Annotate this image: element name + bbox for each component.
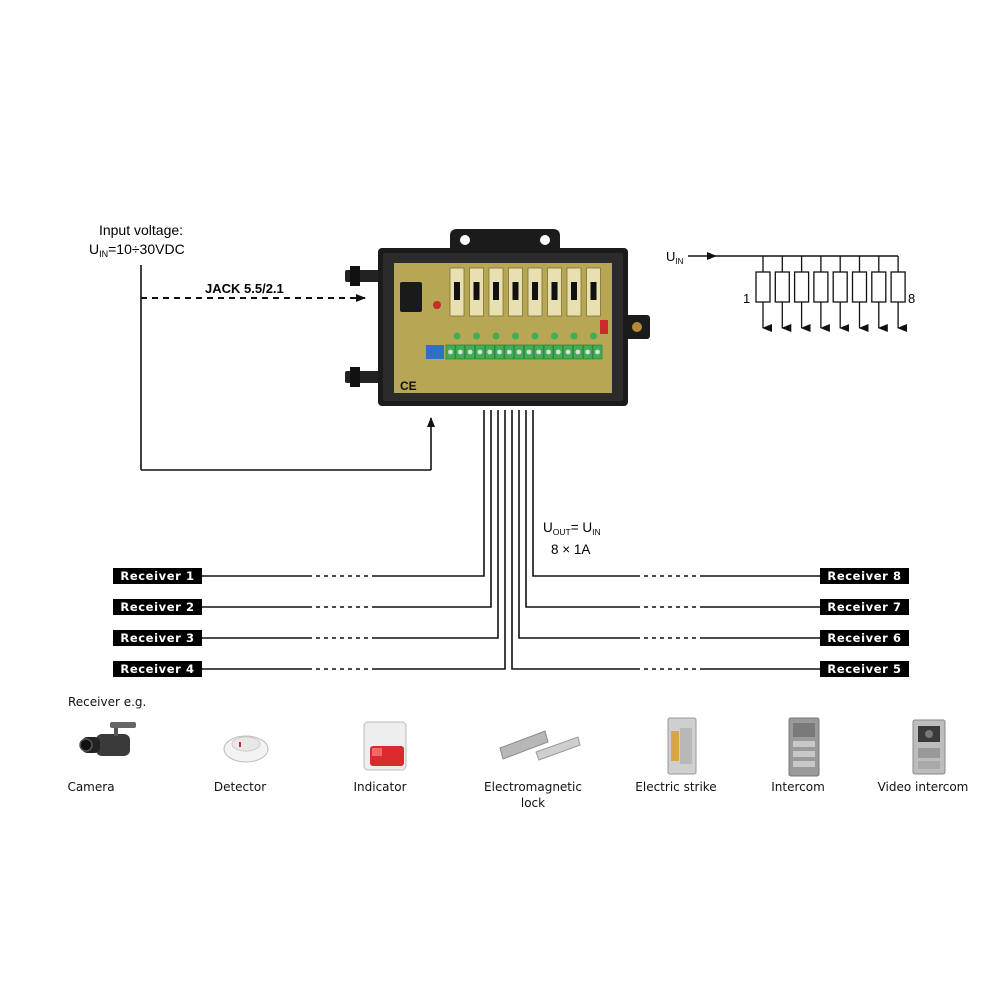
receiver-6-label: Receiver 6 — [820, 630, 909, 646]
video-intercom-icon — [912, 719, 946, 775]
receiver-1-text: Receiver 1 — [120, 569, 194, 583]
camera-icon — [79, 722, 136, 756]
output-wire-receiver-4 — [310, 410, 506, 670]
pcb-terminal-screw — [506, 349, 512, 355]
pcb-terminal-screw — [536, 349, 542, 355]
device-label-video-intercom: Video intercom — [878, 780, 969, 794]
pcb-terminal-screw — [467, 349, 473, 355]
pcb-led — [590, 332, 597, 340]
schematic-fuse-1 — [755, 271, 771, 303]
device-label-intercom: Intercom — [771, 780, 825, 794]
output-wires — [202, 410, 820, 671]
receiver-4-text: Receiver 4 — [120, 662, 194, 676]
receiver-2-text: Receiver 2 — [120, 600, 194, 614]
output-wire-receiver-8 — [532, 410, 820, 577]
receiver-7-label: Receiver 7 — [820, 599, 909, 615]
pcb-terminal-screw — [575, 349, 581, 355]
pcb-terminal-screw — [487, 349, 493, 355]
pcb-terminal-screw — [565, 349, 571, 355]
output-wire-receiver-3 — [310, 410, 499, 639]
pcb-led — [453, 332, 461, 340]
pcb-fuse — [571, 282, 577, 300]
pcb-fuse — [532, 282, 538, 300]
pcb-fuse — [590, 282, 597, 300]
pcb-terminal-screw — [526, 349, 532, 355]
device-label-electromagnetic-lock: lock — [521, 796, 545, 810]
schematic-fuse-6 — [851, 271, 868, 303]
pcb-terminal-screw — [497, 349, 502, 355]
pcb-terminal-screw — [585, 349, 591, 355]
pcb-terminal-screw — [516, 349, 522, 355]
device-label-electromagnetic: Electromagnetic — [484, 780, 582, 794]
device-label-indicator: Indicator — [353, 780, 406, 794]
schematic-uin: UIN — [666, 249, 684, 266]
pcb-terminal-screw — [457, 349, 463, 355]
output-wire-receiver-5 — [511, 410, 820, 670]
receiver-eg-title: Receiver e.g. — [68, 695, 146, 709]
schematic-last-label: 8 — [908, 291, 915, 306]
schematic-fuse-2 — [774, 271, 790, 303]
output-wire-receiver-1 — [310, 410, 485, 577]
schematic-first-label: 1 — [743, 291, 750, 306]
pcb-led — [492, 332, 500, 340]
pcb-terminal-screw — [595, 349, 600, 355]
pcb-fuse — [551, 282, 558, 300]
smoke-detector-icon — [223, 735, 269, 763]
pcb-led — [570, 332, 578, 340]
svg-text:CE: CE — [400, 379, 417, 393]
pcb-terminal-screw — [555, 349, 561, 355]
pcb-fuse — [454, 282, 460, 300]
receiver-8-label: Receiver 8 — [820, 568, 909, 584]
receiver-4-label: Receiver 4 — [113, 661, 202, 677]
receiver-8-text: Receiver 8 — [827, 569, 901, 583]
pcb-led — [512, 332, 519, 340]
output-voltage-label: UOUT= UIN — [543, 520, 601, 537]
receiver-7-text: Receiver 7 — [827, 600, 901, 614]
pcb-led — [473, 332, 480, 340]
receiver-1-label: Receiver 1 — [113, 568, 202, 584]
schematic-fuse-4 — [813, 271, 829, 303]
pcb-led — [551, 332, 558, 340]
intercom-icon — [788, 717, 820, 777]
jack-label: JACK 5.5/2.1 — [205, 281, 284, 296]
electromagnetic-lock-icon — [499, 730, 581, 761]
schematic-fuse-3 — [793, 271, 810, 303]
receiver-5-text: Receiver 5 — [827, 662, 901, 676]
schematic-fuse-5 — [832, 271, 848, 303]
input-voltage-title: Input voltage: — [99, 222, 183, 238]
power-distribution-module: CE — [345, 229, 650, 406]
pcb-fuse — [512, 282, 519, 300]
pcb-terminal-screw — [448, 349, 453, 355]
device-label-detector: Detector — [214, 780, 266, 794]
pcb-fuse — [473, 282, 480, 300]
pcb-terminal-screw — [546, 349, 551, 355]
schematic-fuse-8 — [890, 271, 906, 303]
receiver-5-label: Receiver 5 — [820, 661, 909, 677]
device-label-camera: Camera — [67, 780, 114, 794]
input-voltage-value: UIN=10÷30VDC — [89, 241, 185, 259]
receiver-2-label: Receiver 2 — [113, 599, 202, 615]
electric-strike-icon — [667, 717, 697, 775]
output-wire-receiver-7 — [525, 410, 820, 608]
receiver-3-label: Receiver 3 — [113, 630, 202, 646]
pcb-terminal-screw — [477, 349, 483, 355]
device-label-electric-strike: Electric strike — [635, 780, 716, 794]
schematic-fuses — [755, 256, 908, 332]
pcb-fuse — [493, 282, 499, 300]
output-wire-receiver-6 — [518, 410, 820, 639]
pcb-led — [531, 332, 539, 340]
output-rating: 8 × 1A — [551, 542, 590, 557]
schematic-fuse-7 — [871, 271, 887, 303]
receiver-3-text: Receiver 3 — [120, 631, 194, 645]
receiver-6-text: Receiver 6 — [827, 631, 901, 645]
siren-icon — [363, 721, 407, 771]
